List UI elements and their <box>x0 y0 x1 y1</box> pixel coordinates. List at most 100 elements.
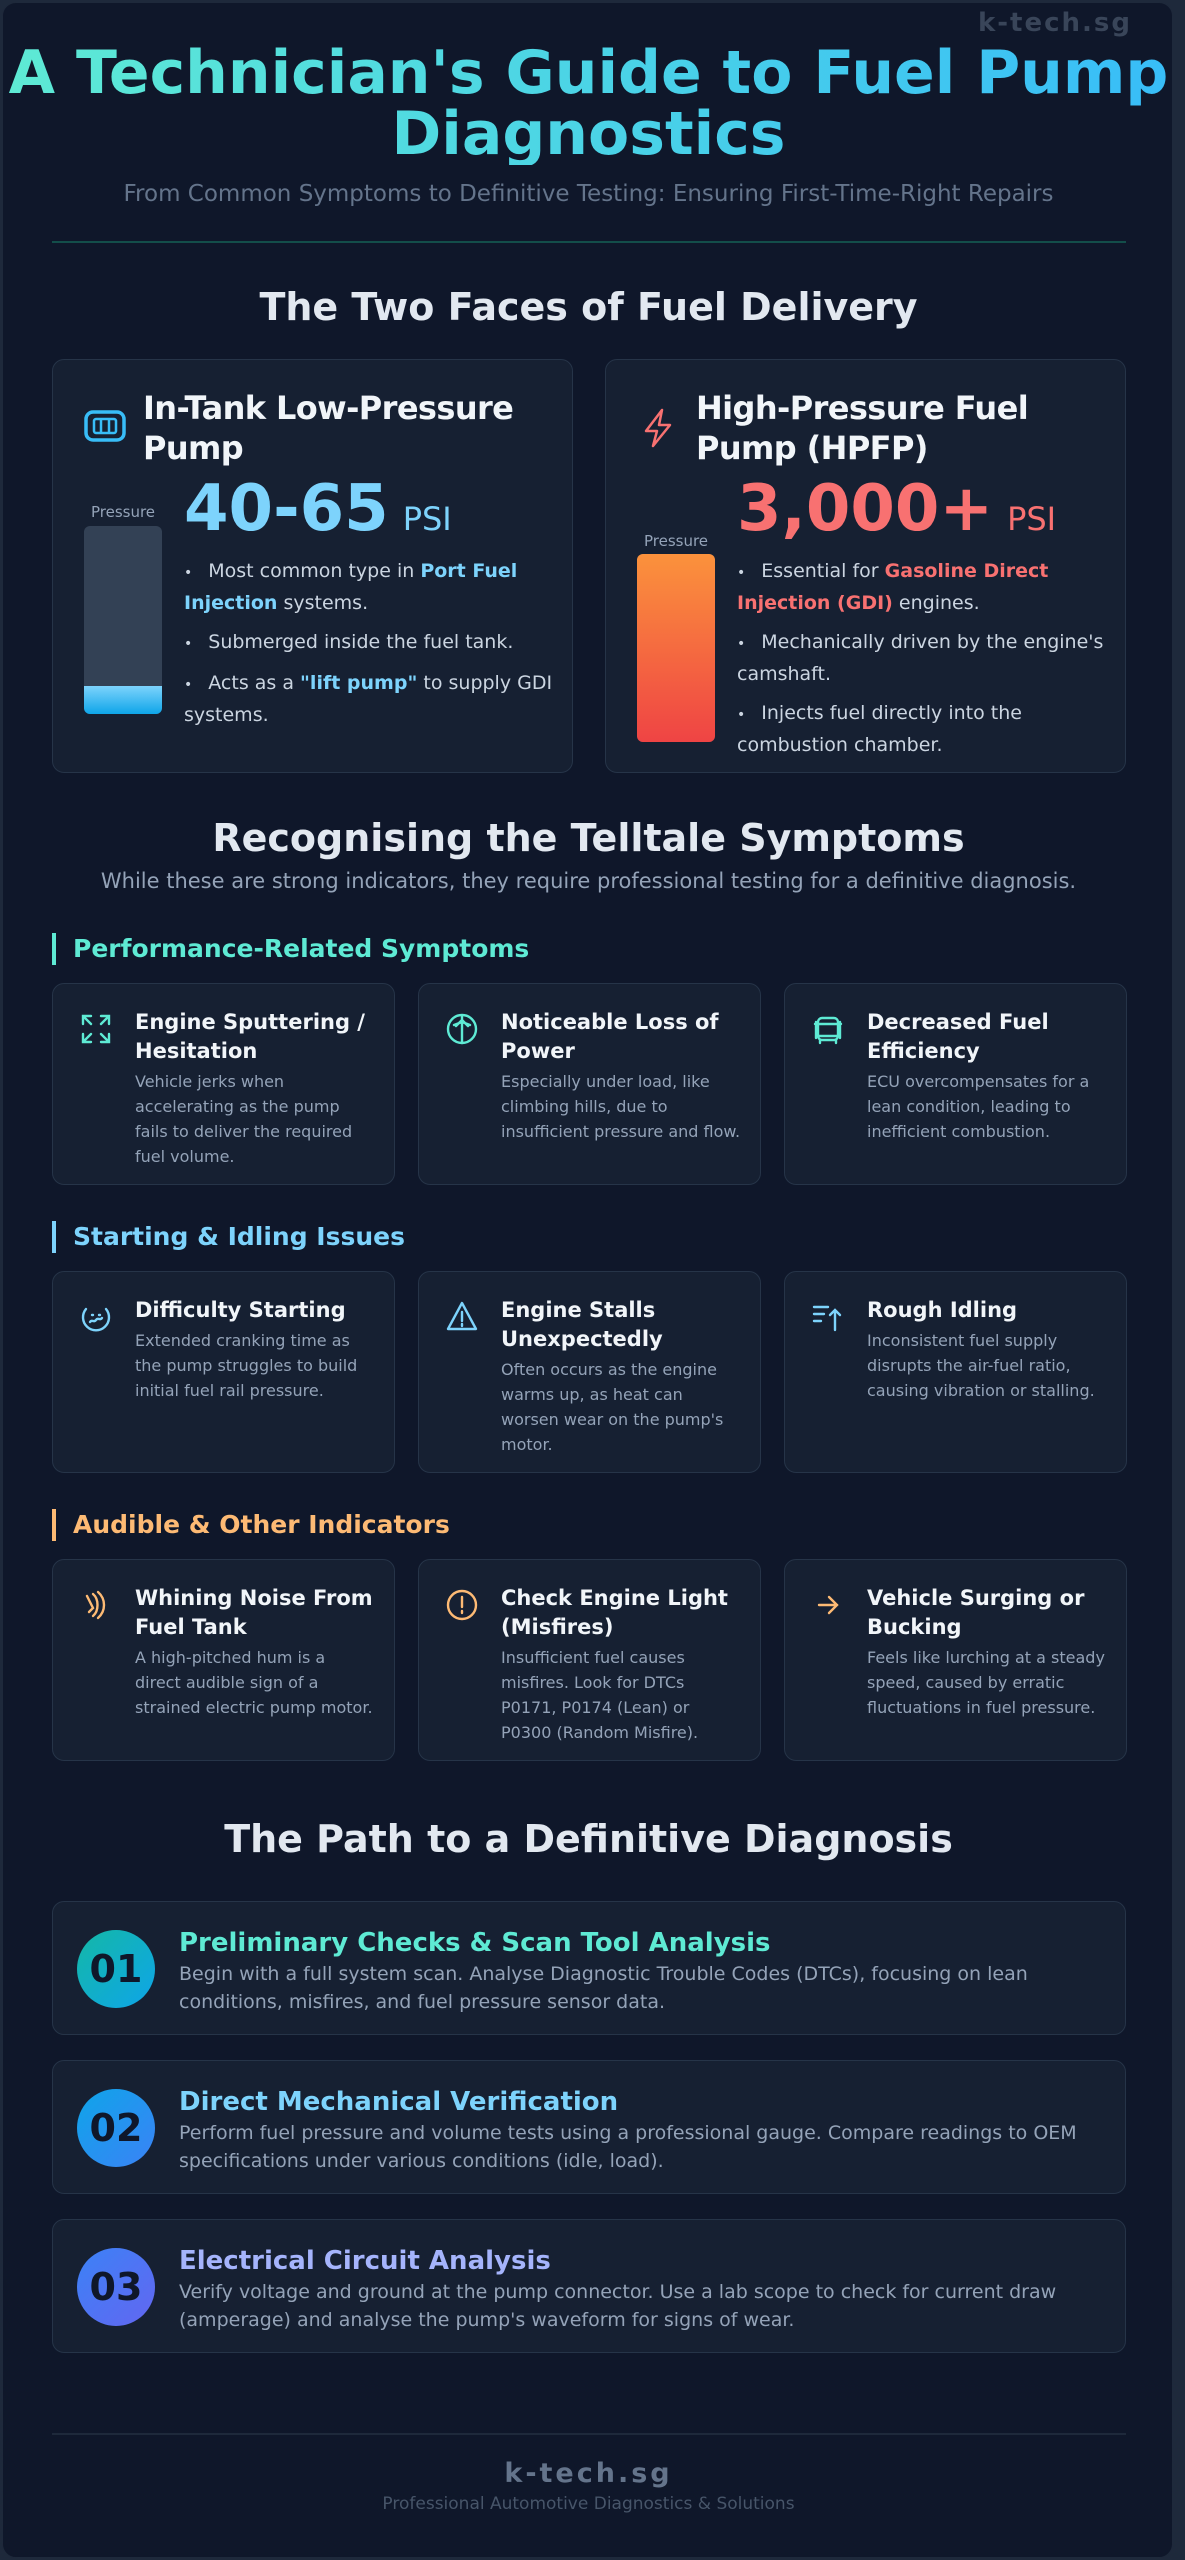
symptom-category-heading: Starting & Idling Issues <box>52 1221 405 1253</box>
symptom-description: Often occurs as the engine warms up, as … <box>501 1360 724 1454</box>
symptom-text: Vehicle Surging or Bucking Feels like lu… <box>867 1584 1107 1720</box>
watermark: k-tech.sg <box>977 8 1132 38</box>
symptom-title: Vehicle Surging or Bucking <box>867 1586 1085 1639</box>
symptom-text: Decreased Fuel Efficiency ECU overcompen… <box>867 1008 1107 1144</box>
step-description: Verify voltage and ground at the pump co… <box>179 2281 1057 2331</box>
pump-title: In-Tank Low-Pressure Pump <box>143 389 514 467</box>
symptom-text: Rough Idling Inconsistent fuel supply di… <box>867 1296 1107 1403</box>
step-title: Electrical Circuit Analysis <box>179 2246 551 2276</box>
symptom-text: Noticeable Loss of Power Especially unde… <box>501 1008 741 1144</box>
symptom-description: Inconsistent fuel supply disrupts the ai… <box>867 1331 1095 1400</box>
symptoms-subheading: While these are strong indicators, they … <box>100 869 1077 893</box>
bullet-text: engines. <box>892 592 980 614</box>
step-title: Direct Mechanical Verification <box>179 2087 619 2117</box>
symptom-card: Engine Stalls Unexpectedly Often occurs … <box>418 1271 761 1473</box>
diagnosis-heading: The Path to a Definitive Diagnosis <box>224 1817 953 1861</box>
pumps-heading: The Two Faces of Fuel Delivery <box>259 285 918 329</box>
gauge-label: Pressure <box>90 503 156 521</box>
symptoms-heading: Recognising the Telltale Symptoms <box>212 816 965 860</box>
page-title: A Technician's Guide to Fuel Pump Diagno… <box>3 43 1172 165</box>
arrow-right-icon <box>817 1595 839 1615</box>
step-description: Begin with a full system scan. Analyse D… <box>179 1963 1028 2013</box>
sound-wave-icon <box>85 1590 106 1620</box>
lightning-icon <box>644 408 672 448</box>
symptom-description: A high-pitched hum is a direct audible s… <box>135 1648 373 1717</box>
value-unit: PSI <box>1007 500 1057 538</box>
expand-arrows-icon <box>81 1014 111 1044</box>
bullet-highlight: Gasoline Direct Injection (GDI) <box>737 560 1049 614</box>
symptom-title: Rough Idling <box>867 1298 1018 1322</box>
bullet-item: Essential for Gasoline Direct Injection … <box>737 556 1112 618</box>
bullet-item: Submerged inside the fuel tank. <box>184 627 559 659</box>
high-pressure-pump-card: High-Pressure Fuel Pump (HPFP) Pressure … <box>605 359 1126 773</box>
gauge-fill <box>637 554 715 742</box>
car-icon <box>813 1016 843 1045</box>
symptom-title: Difficulty Starting <box>135 1298 346 1322</box>
symptom-card: Engine Sputtering / Hesitation Vehicle j… <box>52 983 395 1185</box>
symptom-category-heading: Audible & Other Indicators <box>52 1509 450 1541</box>
step-number: 02 <box>77 2089 155 2167</box>
bullet-item: Mechanically driven by the engine's cams… <box>737 627 1112 689</box>
pressure-gauge <box>84 526 162 714</box>
symptom-card: Noticeable Loss of Power Especially unde… <box>418 983 761 1185</box>
bullet-item: Injects fuel directly into the combustio… <box>737 698 1112 760</box>
step-number: 03 <box>77 2248 155 2326</box>
bullet-text: Submerged inside the fuel tank. <box>208 631 514 653</box>
pressure-gauge <box>637 554 715 742</box>
symptom-description: Extended cranking time as the pump strug… <box>135 1331 358 1400</box>
bullet-highlight: "lift pump" <box>300 672 418 694</box>
gauge-label: Pressure <box>643 532 709 550</box>
bullet-list: Essential for Gasoline Direct Injection … <box>737 556 1112 769</box>
bullet-item: Acts as a "lift pump" to supply GDI syst… <box>184 668 559 730</box>
alert-circle-icon <box>446 1589 478 1621</box>
symptom-text: Whining Noise From Fuel Tank A high-pitc… <box>135 1584 375 1720</box>
symptom-description: ECU overcompensates for a lean condition… <box>867 1072 1090 1141</box>
symptom-description: Especially under load, like climbing hil… <box>501 1072 741 1141</box>
symptom-card: Rough Idling Inconsistent fuel supply di… <box>784 1271 1127 1473</box>
bullet-list: Most common type in Port Fuel Injection … <box>184 556 559 739</box>
value-number: 3,000+ <box>737 472 994 546</box>
pump-title: High-Pressure Fuel Pump (HPFP) <box>696 389 1029 467</box>
symptom-title: Check Engine Light (Misfires) <box>501 1586 728 1639</box>
symptom-title: Engine Sputtering / Hesitation <box>135 1010 365 1063</box>
bullet-text: systems. <box>277 592 369 614</box>
diagnosis-step: 02 Direct Mechanical Verification Perfor… <box>52 2060 1126 2194</box>
symptom-title: Whining Noise From Fuel Tank <box>135 1586 373 1639</box>
sort-arrow-icon <box>812 1305 842 1332</box>
symptom-card: Whining Noise From Fuel Tank A high-pitc… <box>52 1559 395 1761</box>
symptom-title: Noticeable Loss of Power <box>501 1010 719 1063</box>
symptom-description: Feels like lurching at a steady speed, c… <box>867 1648 1105 1717</box>
symptom-card: Difficulty Starting Extended cranking ti… <box>52 1271 395 1473</box>
symptom-text: Difficulty Starting Extended cranking ti… <box>135 1296 375 1403</box>
symptom-card: Decreased Fuel Efficiency ECU overcompen… <box>784 983 1127 1185</box>
step-title: Preliminary Checks & Scan Tool Analysis <box>179 1928 771 1958</box>
diagnosis-step: 03 Electrical Circuit Analysis Verify vo… <box>52 2219 1126 2353</box>
footer-brand: k-tech.sg <box>504 2458 673 2489</box>
symptom-description: Vehicle jerks when accelerating as the p… <box>135 1072 353 1166</box>
bullet-text: Essential for <box>761 560 885 582</box>
bullet-highlight: Port Fuel Injection <box>184 560 518 614</box>
symptom-text: Check Engine Light (Misfires) Insufficie… <box>501 1584 741 1745</box>
symptom-description: Insufficient fuel causes misfires. Look … <box>501 1648 699 1742</box>
value-number: 40-65 <box>184 472 389 546</box>
bullet-text: to supply GDI systems. <box>184 672 553 726</box>
symptom-card: Vehicle Surging or Bucking Feels like lu… <box>784 1559 1127 1761</box>
bullet-text: Most common type in <box>208 560 421 582</box>
diagnosis-step: 01 Preliminary Checks & Scan Tool Analys… <box>52 1901 1126 2035</box>
step-number: 01 <box>77 1930 155 2008</box>
bullet-item: Most common type in Port Fuel Injection … <box>184 556 559 618</box>
bullet-text: Mechanically driven by the engine's cams… <box>737 631 1104 685</box>
warning-triangle-icon <box>446 1301 478 1331</box>
gauge-icon <box>446 1013 478 1045</box>
symptom-title: Decreased Fuel Efficiency <box>867 1010 1049 1063</box>
symptom-category-heading: Performance-Related Symptoms <box>52 933 529 965</box>
gauge-fill <box>84 685 162 714</box>
battery-icon <box>84 410 126 442</box>
header-divider <box>52 241 1126 243</box>
footer-tagline: Professional Automotive Diagnostics & So… <box>382 2494 795 2514</box>
bullet-text: Acts as a <box>208 672 301 694</box>
footer-divider <box>52 2433 1126 2435</box>
low-pressure-pump-card: In-Tank Low-Pressure Pump Pressure 40-65… <box>52 359 573 773</box>
